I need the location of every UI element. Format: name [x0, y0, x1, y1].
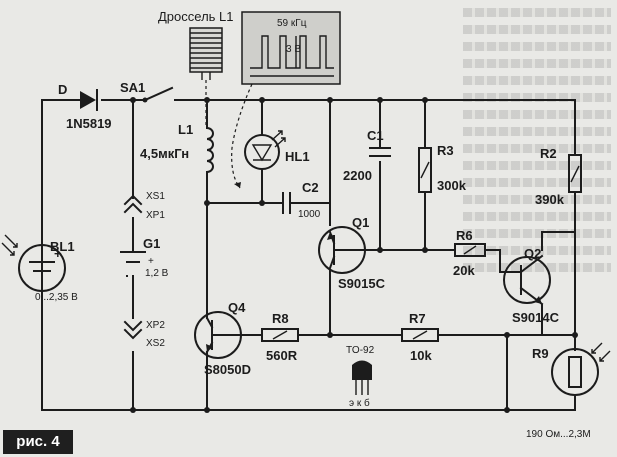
svg-text:300k: 300k: [437, 178, 467, 193]
svg-text:560R: 560R: [266, 348, 298, 363]
svg-text:BL1: BL1: [50, 239, 75, 254]
resistor-r8: R8 560R: [261, 311, 299, 363]
svg-text:Q1: Q1: [352, 215, 369, 230]
svg-text:1000: 1000: [298, 209, 321, 220]
svg-text:S9014C: S9014C: [512, 310, 560, 325]
transistor-q2: Q2 S9014C: [503, 246, 560, 325]
background-text-bleed: [455, 0, 617, 330]
svg-text:L1: L1: [178, 122, 193, 137]
svg-text:G1: G1: [143, 236, 160, 251]
resistor-r7: R7 10k: [401, 311, 439, 363]
svg-text:+: +: [54, 246, 62, 261]
svg-text:2200: 2200: [343, 168, 372, 183]
capacitor-c2: C2 1000: [282, 180, 321, 220]
svg-text:XP2: XP2: [146, 320, 165, 331]
svg-text:190 Ом...2,3М: 190 Ом...2,3М: [526, 429, 591, 440]
svg-text:20k: 20k: [453, 263, 475, 278]
oscilloscope-inset: 59 кГц 3 В: [231, 11, 341, 189]
capacitor-c1: C1 2200: [343, 128, 391, 183]
resistor-r2: R2 390k: [535, 146, 582, 207]
svg-text:C1: C1: [367, 128, 384, 143]
svg-text:R2: R2: [540, 146, 557, 161]
svg-text:1N5819: 1N5819: [66, 116, 112, 131]
svg-text:R8: R8: [272, 311, 289, 326]
svg-text:э к б: э к б: [349, 397, 370, 409]
resistor-r6: R6 20k: [453, 228, 486, 278]
svg-text:D: D: [58, 82, 67, 97]
svg-text:TO-92: TO-92: [346, 345, 375, 356]
figure-label: рис. 4: [3, 430, 73, 454]
svg-text:S9015C: S9015C: [338, 276, 386, 291]
svg-text:SA1: SA1: [120, 80, 145, 95]
svg-text:Q2: Q2: [524, 246, 541, 261]
choke-l1-inset: Дроссель L1: [158, 9, 234, 125]
resistor-r3: R3 300k: [418, 143, 467, 193]
inductor-l1: L1 4,5мкГн: [140, 122, 214, 174]
transistor-q4: Q4 S8050D: [194, 300, 251, 377]
to92-package-icon: TO-92 э к б: [346, 345, 375, 409]
connector-xp2-xs2: XP2 XS2: [123, 320, 165, 349]
svg-text:3 В: 3 В: [286, 44, 301, 55]
battery-g1: G1 + 1,2 В: [120, 236, 169, 279]
connector-xs1-xp1: XS1 XP1: [123, 191, 165, 221]
svg-text:S8050D: S8050D: [204, 362, 251, 377]
switch-sa1: SA1: [120, 80, 174, 103]
svg-text:R6: R6: [456, 228, 473, 243]
svg-text:4,5мкГн: 4,5мкГн: [140, 146, 189, 161]
led-hl1: HL1: [244, 130, 310, 170]
svg-text:Дроссель L1: Дроссель L1: [158, 9, 234, 24]
photoresistor-r9: R9 190 Ом...2,3М: [526, 342, 611, 440]
svg-text:+: +: [148, 256, 154, 267]
diode-d: D 1N5819: [58, 82, 112, 131]
transistor-q1: Q1 S9015C: [318, 215, 386, 291]
svg-text:59 кГц: 59 кГц: [277, 18, 307, 29]
svg-text:10k: 10k: [410, 348, 432, 363]
svg-text:XP1: XP1: [146, 210, 165, 221]
svg-text:0...2,35 В: 0...2,35 В: [35, 292, 78, 303]
svg-text:R7: R7: [409, 311, 426, 326]
svg-text:XS2: XS2: [146, 338, 165, 349]
svg-text:Q4: Q4: [228, 300, 246, 315]
wires: [41, 99, 576, 411]
svg-text:C2: C2: [302, 180, 319, 195]
svg-text:R3: R3: [437, 143, 454, 158]
svg-text:HL1: HL1: [285, 149, 310, 164]
photocell-bl1: + BL1 0...2,35 В: [1, 234, 78, 303]
svg-text:XS1: XS1: [146, 191, 165, 202]
junction-dots: [130, 97, 578, 413]
svg-text:390k: 390k: [535, 192, 565, 207]
svg-text:1,2 В: 1,2 В: [145, 268, 169, 279]
svg-text:R9: R9: [532, 346, 549, 361]
